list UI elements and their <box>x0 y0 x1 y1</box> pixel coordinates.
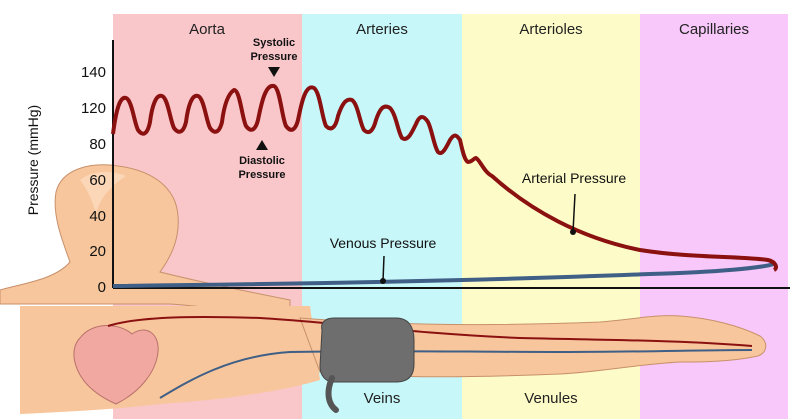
systolic-arrow-icon <box>268 67 280 77</box>
venous-pressure-curve <box>112 262 775 288</box>
diastolic-label-line2: Pressure <box>238 169 285 181</box>
region-label-arterioles: Arterioles <box>519 21 582 38</box>
region-label-aorta: Aorta <box>189 21 226 38</box>
y-axis-label: Pressure (mmHg) <box>25 105 41 215</box>
venules-label: Venules <box>524 390 577 407</box>
cuff-tube <box>325 375 339 413</box>
y-tick-40: 40 <box>89 208 106 225</box>
heart-shape <box>73 324 159 405</box>
veins-label: Veins <box>364 390 401 407</box>
venous-leader-line <box>382 255 385 282</box>
head-highlight <box>80 171 126 214</box>
blood-pressure-cuff <box>319 317 415 383</box>
y-tick-120: 120 <box>81 100 106 117</box>
arterial-pressure-curve <box>111 83 778 272</box>
y-tick-80: 80 <box>89 136 106 153</box>
region-label-arteries: Arteries <box>356 21 408 38</box>
diastolic-label-line1: Diastolic <box>239 155 285 167</box>
y-tick-0: 0 <box>98 279 106 296</box>
arm-vein-line <box>159 349 753 399</box>
systolic-label-line1: Systolic <box>253 37 295 49</box>
systolic-label-line2: Pressure <box>250 51 297 63</box>
arterial-leader-line <box>572 193 576 233</box>
arterial-pressure-label: Arterial Pressure <box>522 170 626 186</box>
region-label-capillaries: Capillaries <box>679 21 749 38</box>
y-tick-60: 60 <box>89 172 106 189</box>
human-figure <box>0 164 767 414</box>
y-tick-140: 140 <box>81 64 106 81</box>
diastolic-arrow-icon <box>256 140 268 150</box>
y-tick-20: 20 <box>89 243 106 260</box>
venous-pressure-label: Venous Pressure <box>330 235 437 251</box>
